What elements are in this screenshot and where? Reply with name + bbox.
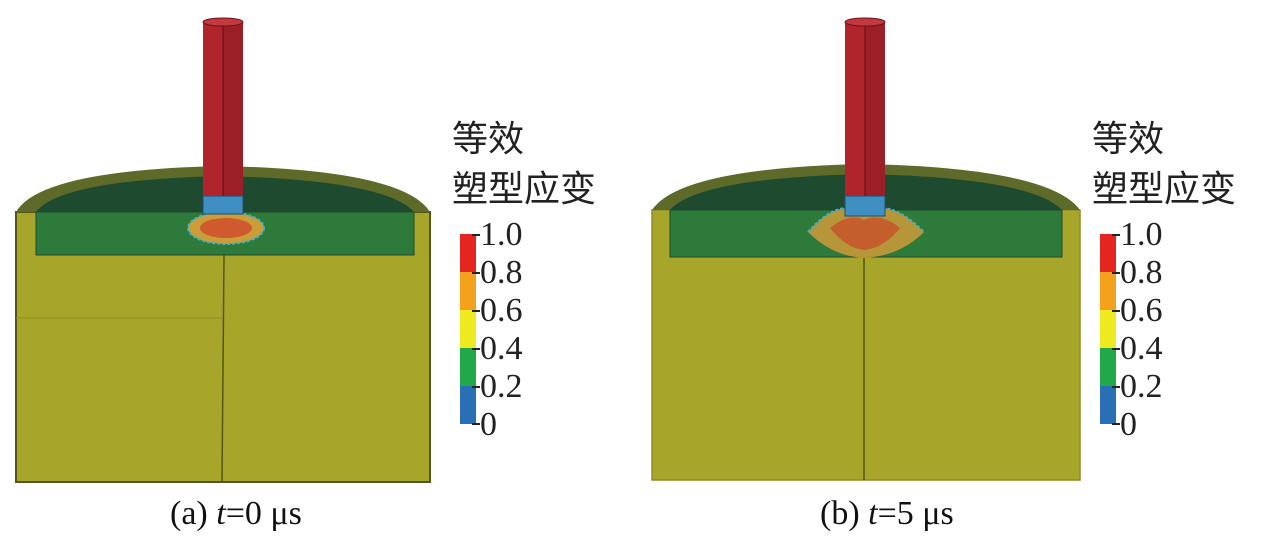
caption-prefix: (b) bbox=[820, 495, 869, 532]
legend-band-1 bbox=[460, 234, 476, 272]
simulation-model-a bbox=[15, 17, 431, 483]
legend-tick-label: 1.0 bbox=[480, 216, 523, 253]
legend-tick bbox=[1112, 348, 1120, 350]
legend-title-line1: 等效 bbox=[452, 119, 525, 160]
legend-title-line2: 塑型应变 bbox=[452, 169, 597, 210]
caption-a: (a) t=0 μs bbox=[170, 494, 302, 534]
panel-a bbox=[0, 0, 440, 490]
legend-band-4 bbox=[1100, 348, 1116, 386]
legend-tick-label: 0.8 bbox=[1120, 254, 1163, 291]
legend-tick bbox=[1112, 423, 1120, 425]
rod-top bbox=[844, 17, 886, 27]
legend-tick bbox=[472, 234, 480, 236]
legend-tick bbox=[472, 348, 480, 350]
legend-tick-label: 0.4 bbox=[1120, 330, 1163, 367]
legend-tick-label: 0 bbox=[1120, 406, 1137, 443]
projectile-rod-shade bbox=[865, 22, 885, 196]
legend-band-4 bbox=[460, 348, 476, 386]
legend-tick bbox=[472, 423, 480, 425]
legend-tick-label: 0.6 bbox=[480, 292, 523, 329]
legend-band-3 bbox=[460, 310, 476, 348]
strain-zone-core bbox=[830, 217, 900, 250]
legend-tick-label: 0.8 bbox=[480, 254, 523, 291]
legend-band-3 bbox=[1100, 310, 1116, 348]
legend-title-line2: 塑型应变 bbox=[1092, 169, 1237, 210]
rod-top bbox=[202, 17, 244, 27]
legend-tick-label: 0.6 bbox=[1120, 292, 1163, 329]
caption-suffix: =0 μs bbox=[225, 495, 302, 532]
caption-prefix: (a) bbox=[170, 495, 217, 532]
caption-variable: t bbox=[216, 495, 226, 532]
projectile-rod-shade bbox=[223, 22, 243, 196]
projectile-cap bbox=[844, 195, 886, 217]
panel-b bbox=[640, 0, 1090, 490]
legend-tick bbox=[472, 386, 480, 388]
legend-band-2 bbox=[460, 272, 476, 310]
legend-tick bbox=[1112, 272, 1120, 274]
legend-tick-label: 0.4 bbox=[480, 330, 523, 367]
caption-variable: t bbox=[868, 495, 878, 532]
legend-tick-label: 1.0 bbox=[1120, 216, 1163, 253]
caption-suffix: =5 μs bbox=[877, 495, 954, 532]
legend-band-5 bbox=[460, 386, 476, 424]
legend-band-1 bbox=[1100, 234, 1116, 272]
legend-title-line1: 等效 bbox=[1092, 119, 1165, 160]
legend-tick bbox=[1112, 310, 1120, 312]
legend-a: 等效 塑型应变 1.0 0.8 0.6 0.4 0.2 0 bbox=[452, 118, 632, 442]
legend-b: 等效 塑型应变 1.0 0.8 0.6 0.4 0.2 0 bbox=[1092, 118, 1272, 442]
caption-b: (b) t=5 μs bbox=[820, 494, 954, 534]
legend-tick bbox=[1112, 234, 1120, 236]
legend-tick bbox=[1112, 386, 1120, 388]
center-seam bbox=[221, 254, 225, 483]
legend-tick-label: 0 bbox=[480, 406, 497, 443]
legend-band-5 bbox=[1100, 386, 1116, 424]
simulation-model-b bbox=[651, 17, 1081, 481]
strain-zone-core bbox=[200, 218, 252, 238]
legend-tick-label: 0.2 bbox=[1120, 368, 1163, 405]
legend-tick-label: 0.2 bbox=[480, 368, 523, 405]
legend-band-2 bbox=[1100, 272, 1116, 310]
projectile-cap bbox=[202, 195, 244, 215]
legend-tick bbox=[472, 310, 480, 312]
legend-tick bbox=[472, 272, 480, 274]
